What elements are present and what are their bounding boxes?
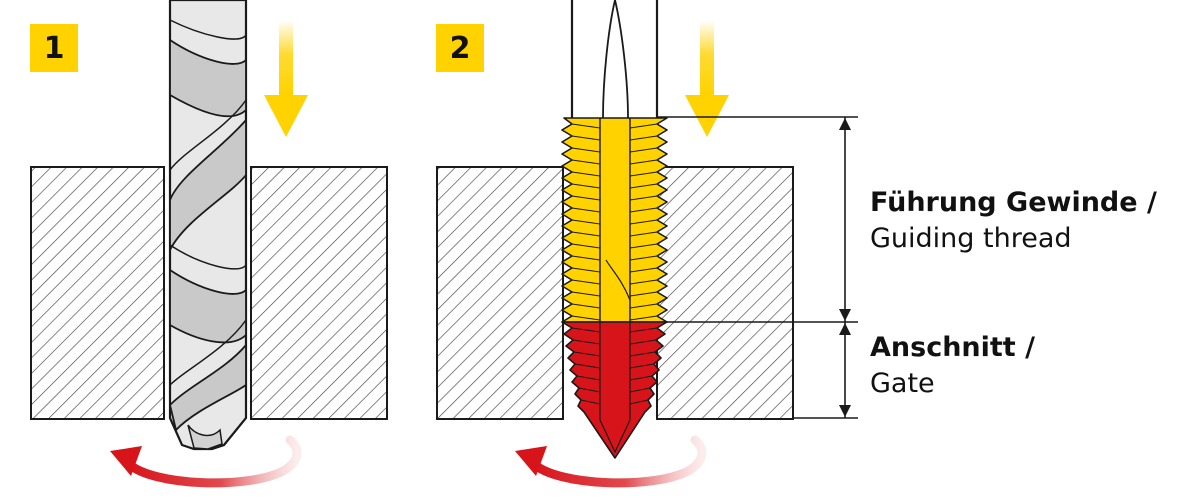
panel-tapping — [436, 0, 858, 488]
arrow-down-icon — [685, 20, 729, 137]
gate-label-de: Anschnitt / — [870, 332, 1035, 363]
guiding-thread-section — [561, 117, 668, 323]
step-badge-2: 2 — [436, 24, 484, 72]
guiding-thread-label-de: Führung Gewinde / — [870, 187, 1157, 218]
gate-label: Anschnitt / Gate — [870, 330, 1035, 402]
guiding-thread-label: Führung Gewinde / Guiding thread — [870, 185, 1157, 257]
gate-section — [561, 321, 668, 459]
step-badge-1: 1 — [30, 24, 78, 72]
workpiece-left-block — [436, 166, 564, 420]
tap-shank — [570, 0, 659, 119]
workpiece-left-block — [30, 166, 165, 420]
twist-drill — [168, 0, 248, 451]
dimension-lines — [657, 116, 858, 419]
gate-label-en: Gate — [870, 368, 935, 399]
arrow-down-icon — [264, 20, 308, 137]
rotation-arrow-icon — [515, 435, 707, 488]
rotation-arrow-icon — [110, 435, 302, 488]
workpiece-right-block — [656, 166, 794, 420]
panel-drilling — [30, 0, 388, 488]
guiding-thread-label-en: Guiding thread — [870, 223, 1072, 254]
workpiece-right-block — [250, 166, 388, 420]
